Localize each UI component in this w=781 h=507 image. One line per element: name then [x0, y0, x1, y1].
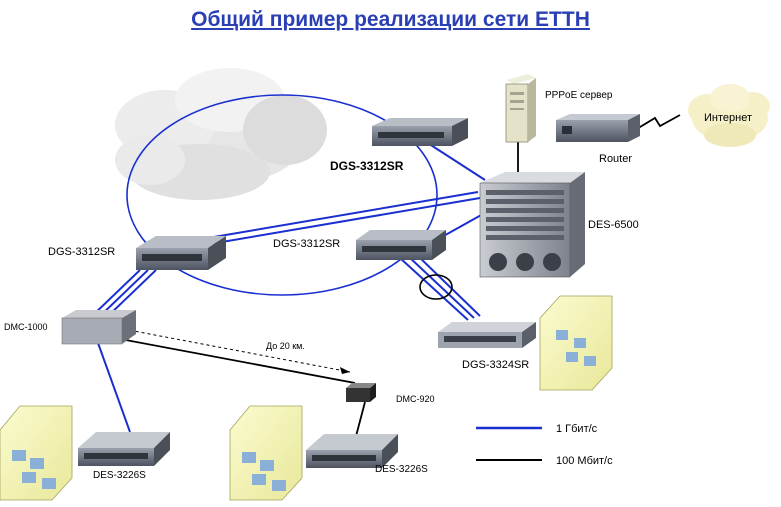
switch-des-left-icon	[78, 432, 170, 466]
building-mid-icon	[229, 405, 303, 501]
des-right-label: DES-3226S	[375, 464, 428, 475]
internet-cloud-icon	[688, 84, 770, 147]
building-left-icon	[0, 405, 73, 501]
switch-dgs-left-icon	[136, 236, 226, 270]
switch-dgs3324-icon	[438, 322, 536, 348]
dgs-mid-label: DGS-3312SR	[273, 238, 340, 250]
cloud-icon	[115, 68, 327, 200]
dmc920-label: DMC-920	[396, 394, 435, 404]
diagram-title: Общий пример реализации сети ETTH	[191, 8, 590, 31]
chassis-switch-icon	[479, 172, 585, 278]
internet-label: Интернет	[704, 112, 752, 124]
dgs-left-label: DGS-3312SR	[48, 246, 115, 258]
link-aggregation-ring	[419, 274, 453, 300]
des-left-label: DES-3226S	[93, 470, 146, 481]
pppoe-label: PPPoE сервер	[545, 90, 613, 101]
ring-link	[126, 94, 438, 296]
arrow-head-right	[340, 367, 350, 374]
dgs-top-label: DGS-3312SR	[330, 159, 404, 173]
switch-dgs-mid-icon	[356, 230, 446, 260]
building-right-icon	[539, 295, 613, 391]
legend-gbit-label: 1 Гбит/с	[556, 423, 598, 435]
media-converter-chassis-icon	[61, 310, 136, 345]
distance-arrow	[117, 327, 351, 373]
server-icon	[505, 74, 536, 143]
media-converter-icon	[346, 383, 376, 402]
dmc1000-label: DMC-1000	[4, 322, 48, 332]
dgs3324-label: DGS-3324SR	[462, 359, 529, 371]
legend: 1 Гбит/с 100 Мбит/с	[476, 423, 613, 467]
switch-des-right-icon	[306, 434, 398, 468]
distance-label: До 20 км.	[266, 341, 305, 351]
router-icon	[556, 114, 640, 142]
des6500-label: DES-6500	[588, 219, 639, 231]
legend-mbit-label: 100 Мбит/с	[556, 455, 613, 467]
router-label: Router	[599, 153, 632, 165]
switch-dgs-top-icon	[372, 118, 468, 146]
